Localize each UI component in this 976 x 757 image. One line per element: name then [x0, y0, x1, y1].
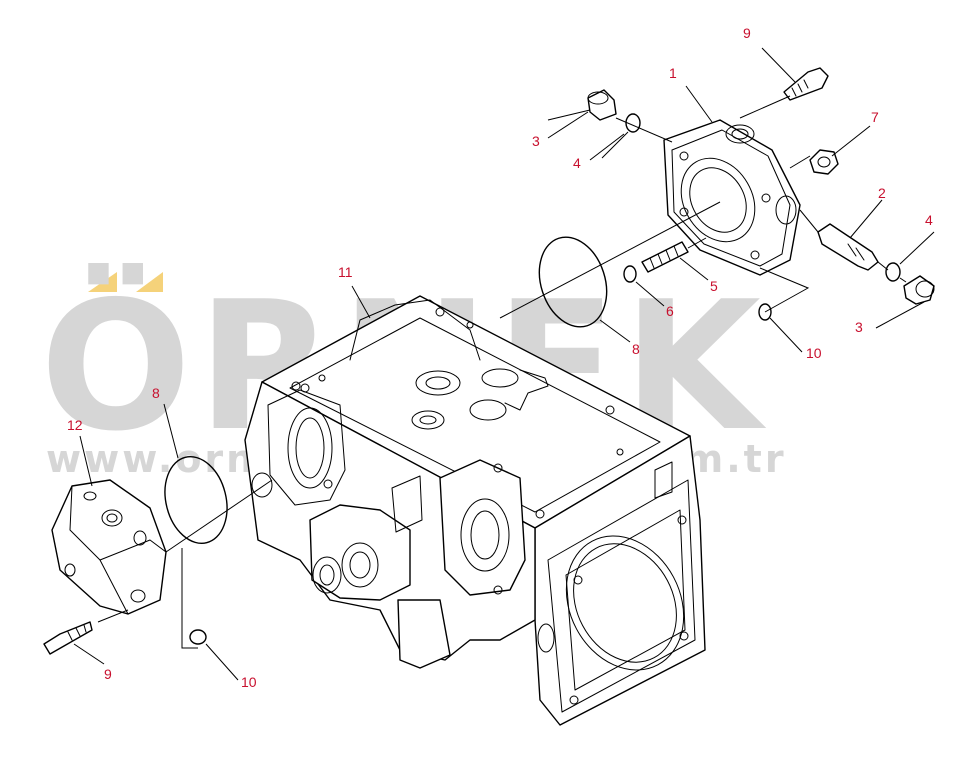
callout-8-left: 8: [152, 385, 160, 401]
nut-7: [809, 149, 839, 175]
plug-3-top: [587, 89, 617, 121]
o-ring-4-right: [885, 262, 901, 282]
o-ring-10-left: [189, 629, 207, 645]
watermark-umlaut-left: [88, 272, 117, 292]
cover-part: [663, 119, 801, 276]
callout-8-right: 8: [632, 341, 640, 357]
callout-5: 5: [710, 278, 718, 294]
callouts: 9 1 3 4 7 2 4 5 6 3 10 8 11: [67, 25, 935, 690]
callout-3-right: 3: [855, 319, 863, 335]
o-ring-10-right: [758, 303, 772, 321]
callout-9-bottom: 9: [104, 666, 112, 682]
callout-10-right: 10: [806, 345, 822, 361]
assembly-lines: [97, 95, 907, 649]
callout-1: 1: [669, 65, 677, 81]
watermark-umlaut-right: [136, 272, 163, 292]
o-ring-8-left: [164, 455, 228, 545]
o-ring-6: [623, 265, 637, 283]
pump-housing: [244, 295, 706, 726]
bolt-9-bottom: [43, 621, 93, 655]
callout-3-top: 3: [532, 133, 540, 149]
bolt-9-top: [783, 67, 829, 101]
o-ring-8-large: [538, 236, 608, 328]
callout-7: 7: [871, 109, 879, 125]
spring-5: [641, 241, 689, 273]
callout-2: 2: [878, 185, 886, 201]
callout-4-right: 4: [925, 212, 933, 228]
callout-10-bottom: 10: [241, 674, 257, 690]
callout-12: 12: [67, 417, 83, 433]
bolt-2: [817, 223, 879, 271]
callout-6: 6: [666, 303, 674, 319]
callout-11: 11: [338, 264, 353, 280]
callout-9-top: 9: [743, 25, 751, 41]
o-ring-4-top: [625, 113, 641, 133]
callout-4-top: 4: [573, 155, 581, 171]
plug-3-right: [903, 275, 935, 305]
valve-block-part: [51, 479, 167, 615]
